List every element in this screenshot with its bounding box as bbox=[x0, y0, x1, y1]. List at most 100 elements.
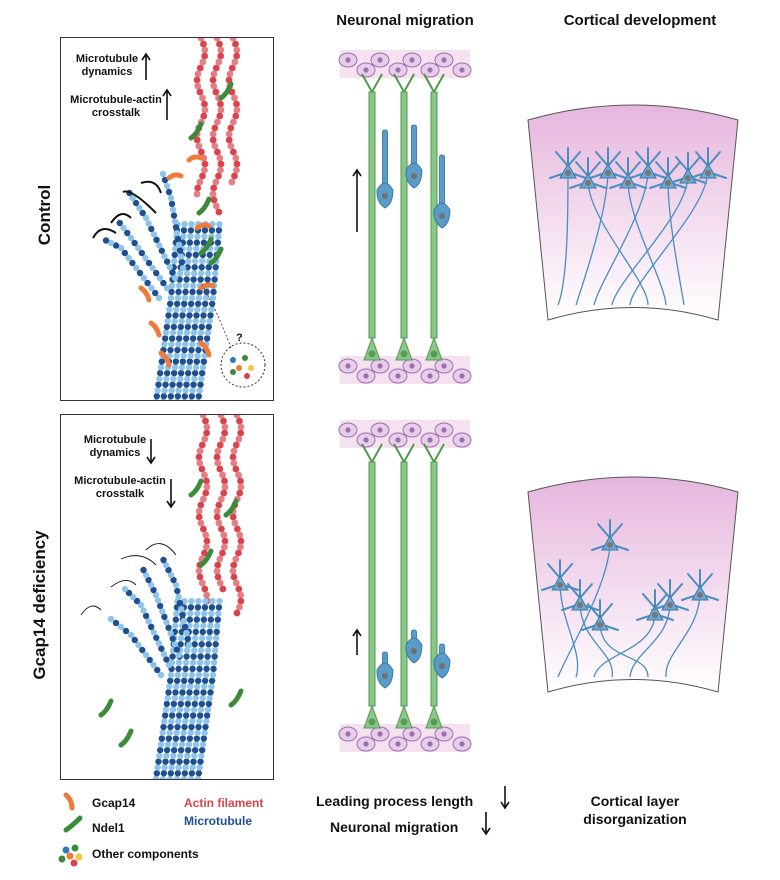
tubulin-bead bbox=[215, 610, 222, 617]
control-schematic bbox=[92, 38, 266, 400]
control-top-nucleus bbox=[395, 67, 401, 73]
tubulin-bead bbox=[174, 671, 182, 679]
tubulin-bead bbox=[177, 700, 185, 708]
tubulin-bead bbox=[168, 764, 175, 771]
deficiency-top-cell bbox=[420, 432, 440, 448]
actin-bead bbox=[217, 166, 224, 174]
control-bottom-band bbox=[340, 356, 470, 384]
tubulin-bead bbox=[196, 665, 203, 673]
axon bbox=[587, 179, 649, 306]
tubulin-bead bbox=[176, 329, 184, 336]
tubulin-bead bbox=[184, 746, 192, 754]
tubulin-bead bbox=[179, 611, 186, 619]
tubulin-bead bbox=[169, 329, 177, 336]
deficiency-top-cell bbox=[388, 432, 408, 448]
tubulin-bead bbox=[129, 593, 137, 601]
tubulin-bead bbox=[194, 610, 201, 617]
dendrite bbox=[651, 579, 689, 611]
deficiency-mt-dynamics-down-arrow-head bbox=[146, 456, 156, 465]
gcap14-protein bbox=[186, 154, 204, 163]
tubulin-bead bbox=[112, 242, 120, 249]
tubulin-bead bbox=[195, 393, 203, 400]
tubulin-bead bbox=[135, 641, 142, 649]
tubulin-bead bbox=[196, 712, 204, 719]
tubulin-bead bbox=[186, 239, 194, 246]
actin-bead bbox=[232, 555, 240, 563]
tubulin-bead bbox=[158, 247, 166, 254]
tubulin-bead bbox=[173, 300, 181, 307]
tubulin-bead bbox=[198, 323, 206, 331]
tubulin-bead bbox=[189, 764, 196, 771]
deficiency-cortex-wedge bbox=[527, 476, 739, 693]
tubulin-bead bbox=[171, 640, 179, 648]
tubulin-bead bbox=[177, 253, 185, 260]
column-title-cortical: Cortical development bbox=[563, 12, 717, 29]
tubulin-bead bbox=[178, 694, 185, 702]
control-bottom-cell bbox=[402, 358, 422, 374]
actin-bead bbox=[211, 124, 219, 132]
actin-bead bbox=[211, 142, 219, 150]
deficiency-bottom-nucleus bbox=[363, 741, 369, 747]
tubulin-bead bbox=[201, 227, 209, 234]
radial-glia-fiber bbox=[400, 461, 408, 707]
tubulin-bead bbox=[142, 571, 150, 579]
cortical-neuron-nucleus bbox=[597, 622, 603, 628]
tubulin-bead bbox=[163, 375, 170, 383]
tubulin-bead bbox=[207, 689, 214, 696]
tubulin-bead bbox=[102, 237, 110, 244]
actin-bead bbox=[225, 130, 233, 138]
actin-bead bbox=[199, 94, 206, 102]
tubulin-bead bbox=[175, 593, 182, 601]
tubulin-bead bbox=[167, 723, 174, 731]
deficiency-top-nucleus bbox=[459, 437, 465, 443]
actin-bead bbox=[233, 100, 240, 108]
tubulin-bead bbox=[204, 653, 211, 660]
deficiency-bottom-cell bbox=[388, 736, 408, 752]
tubulin-bead bbox=[117, 623, 125, 631]
tubulin-bead bbox=[180, 300, 188, 307]
result-neuronal-migration: Neuronal migration bbox=[330, 819, 459, 835]
tubulin-bead bbox=[158, 735, 166, 742]
cortical-neuron-nucleus bbox=[605, 170, 611, 176]
tubulin-bead bbox=[162, 329, 170, 336]
tubulin-bead bbox=[140, 607, 147, 614]
radial-glia-soma bbox=[363, 336, 381, 361]
tubulin-bead bbox=[169, 206, 177, 213]
deficiency-bottom-cell bbox=[452, 736, 472, 752]
cortical-neuron-soma bbox=[601, 534, 619, 551]
control-bottom-nucleus bbox=[427, 373, 433, 379]
tubulin-bead bbox=[154, 387, 161, 394]
tubulin-bead bbox=[170, 746, 178, 754]
actin-bead bbox=[216, 154, 224, 162]
tubulin-bead bbox=[174, 294, 182, 302]
tubulin-bead bbox=[124, 229, 131, 237]
tubulin-bead bbox=[172, 223, 180, 231]
tubulin-bead bbox=[196, 718, 203, 725]
tubulin-bead bbox=[174, 770, 182, 777]
tubulin-bead bbox=[168, 712, 176, 719]
actin-bead bbox=[233, 166, 240, 174]
tubulin-bead bbox=[127, 631, 135, 639]
actin-bead bbox=[233, 106, 241, 114]
component-dot bbox=[230, 369, 236, 375]
actin-bead bbox=[215, 501, 223, 509]
actin-bead bbox=[231, 94, 238, 102]
actin-bead bbox=[232, 465, 240, 473]
leading-length-down-arrow-head bbox=[500, 801, 510, 810]
radial-glia-soma bbox=[395, 704, 413, 729]
actin-bead bbox=[212, 88, 220, 96]
tubulin-bead bbox=[182, 718, 189, 725]
gcap14-protein bbox=[198, 282, 216, 291]
actin-bead bbox=[203, 537, 211, 545]
tubulin-bead bbox=[175, 764, 182, 771]
tubulin-bead bbox=[183, 381, 190, 388]
tubulin-bead bbox=[148, 284, 155, 292]
tubulin-bead bbox=[182, 282, 190, 289]
tubulin-bead bbox=[180, 233, 187, 240]
actin-bead bbox=[230, 459, 238, 467]
tubulin-bead bbox=[194, 604, 202, 611]
tubulin-bead bbox=[212, 641, 219, 648]
tubulin-bead bbox=[159, 729, 166, 736]
deficiency-top-band bbox=[340, 420, 470, 448]
other-components-legend-icon bbox=[58, 844, 83, 867]
